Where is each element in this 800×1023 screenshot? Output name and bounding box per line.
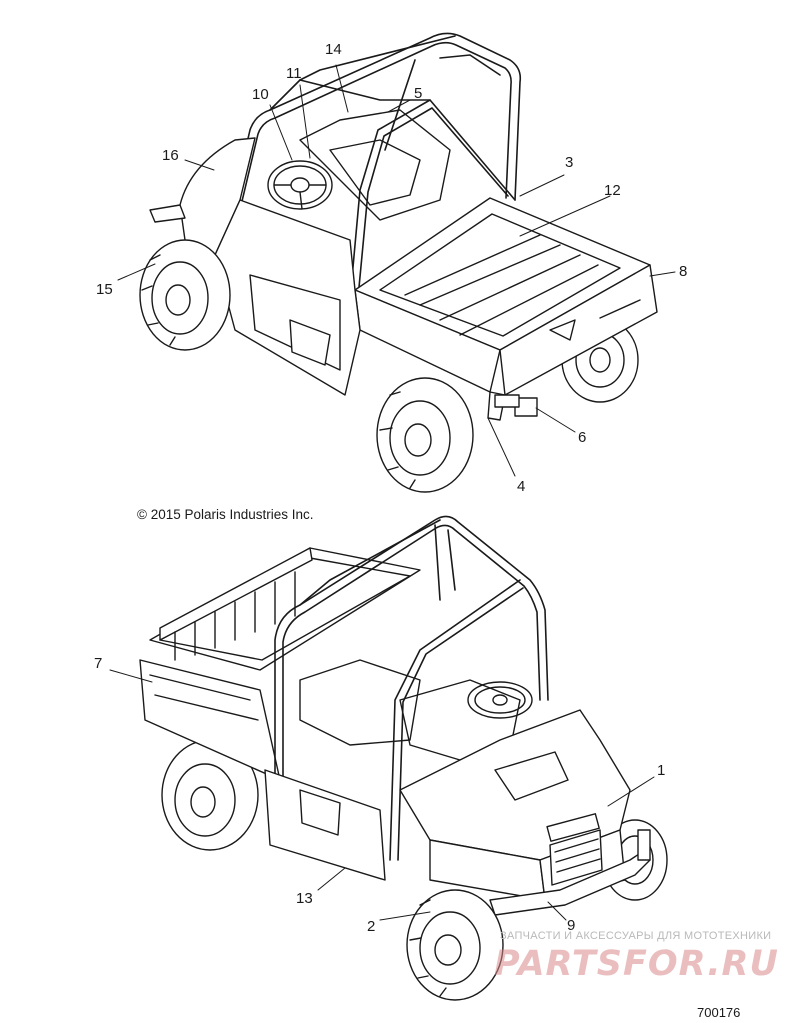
watermark-logo: PARTSFOR.RU bbox=[494, 944, 779, 984]
steering-wheel-top bbox=[267, 160, 333, 210]
roll-cage-top bbox=[229, 32, 522, 301]
callout-13: 13 bbox=[296, 890, 313, 907]
door-bottom bbox=[264, 769, 386, 881]
body-side-top bbox=[214, 199, 361, 396]
wheel-front-left bbox=[139, 239, 231, 351]
dash-area bbox=[299, 109, 451, 221]
callout-15: 15 bbox=[96, 281, 113, 298]
leader-16 bbox=[184, 159, 215, 171]
leader-2 bbox=[379, 911, 431, 921]
hood-bottom bbox=[399, 709, 631, 901]
leader-6 bbox=[535, 407, 576, 433]
wheel-front-left-bottom bbox=[406, 889, 504, 1001]
hitch-top bbox=[494, 394, 538, 417]
watermark-tagline: ЗАПЧАСТИ И АКСЕССУАРЫ ДЛЯ МОТОТЕХНИКИ bbox=[500, 930, 772, 942]
leader-4 bbox=[487, 417, 516, 477]
vehicle-front-view bbox=[139, 515, 668, 1001]
callout-16: 16 bbox=[162, 147, 179, 164]
wheel-rear-left bbox=[376, 377, 474, 493]
steering-wheel-bottom bbox=[467, 681, 533, 719]
leader-7 bbox=[109, 669, 153, 683]
wheel-rear-left-bottom bbox=[161, 739, 259, 851]
callout-5: 5 bbox=[414, 85, 423, 102]
callout-10: 10 bbox=[252, 86, 269, 103]
callout-2: 2 bbox=[367, 918, 376, 935]
bumper-bottom bbox=[489, 829, 651, 916]
callout-4: 4 bbox=[517, 478, 526, 495]
callout-12: 12 bbox=[604, 182, 621, 199]
vehicle-rear-view bbox=[139, 32, 658, 493]
callout-9: 9 bbox=[567, 917, 576, 934]
cargo-box-bottom bbox=[139, 547, 421, 781]
cargo-box-top bbox=[354, 197, 658, 421]
callout-3: 3 bbox=[565, 154, 574, 171]
figure-id: 700176 bbox=[697, 1005, 741, 1020]
leader-10 bbox=[269, 104, 293, 161]
callout-14: 14 bbox=[325, 41, 342, 58]
leader-5 bbox=[387, 99, 411, 113]
leader-3 bbox=[519, 174, 565, 197]
leader-13 bbox=[317, 867, 346, 891]
leader-12 bbox=[519, 195, 611, 237]
leader-15 bbox=[117, 263, 156, 281]
leader-9 bbox=[547, 901, 567, 921]
callout-1: 1 bbox=[657, 762, 666, 779]
copyright-notice: © 2015 Polaris Industries Inc. bbox=[137, 507, 314, 522]
leader-lines bbox=[109, 64, 676, 921]
leader-8 bbox=[649, 271, 676, 277]
callout-6: 6 bbox=[578, 429, 587, 446]
callout-8: 8 bbox=[679, 263, 688, 280]
leader-11 bbox=[299, 84, 311, 159]
leader-1 bbox=[607, 776, 655, 807]
callout-7: 7 bbox=[94, 655, 103, 672]
cab-interior bbox=[299, 659, 521, 761]
callout-11: 11 bbox=[286, 65, 302, 82]
hood-top bbox=[149, 137, 256, 256]
leader-14 bbox=[335, 64, 349, 113]
